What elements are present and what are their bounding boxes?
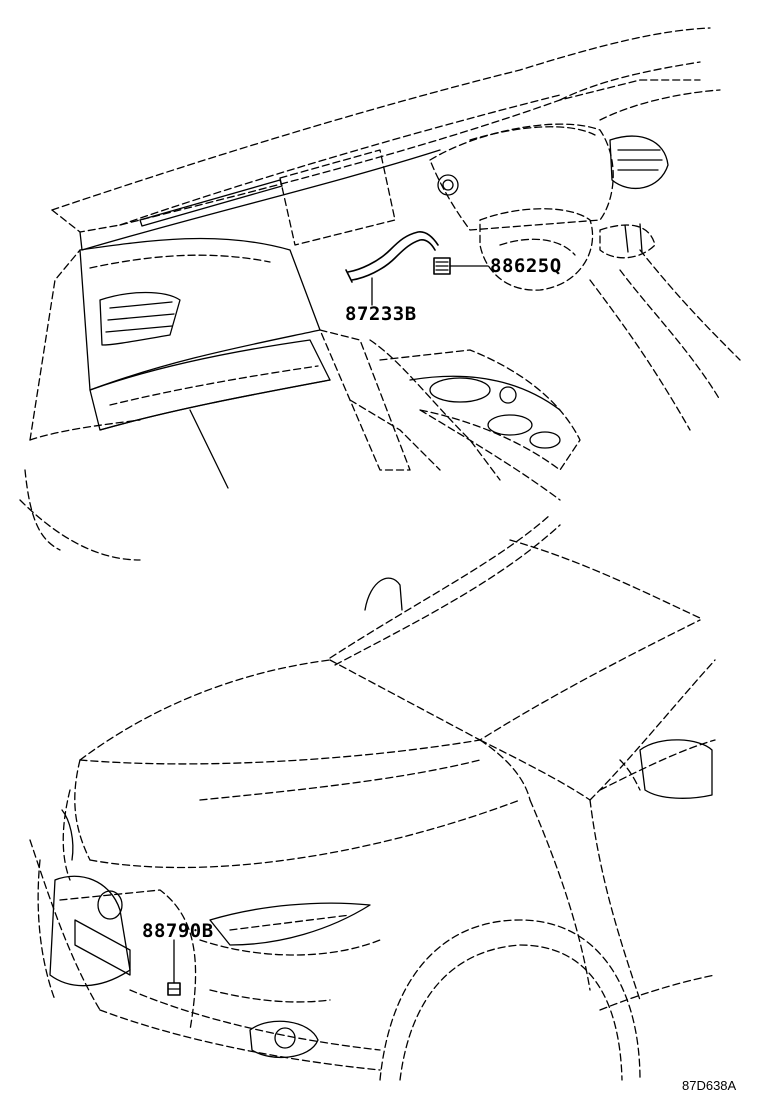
part-label-87233b: 87233B — [345, 303, 417, 325]
part-label-88790b: 88790B — [142, 920, 214, 942]
figure-code: 87D638A — [682, 1078, 737, 1093]
part-label-88625q: 88625Q — [490, 255, 562, 277]
dashboard-illustration — [19, 27, 741, 561]
car-illustration — [29, 514, 716, 1081]
